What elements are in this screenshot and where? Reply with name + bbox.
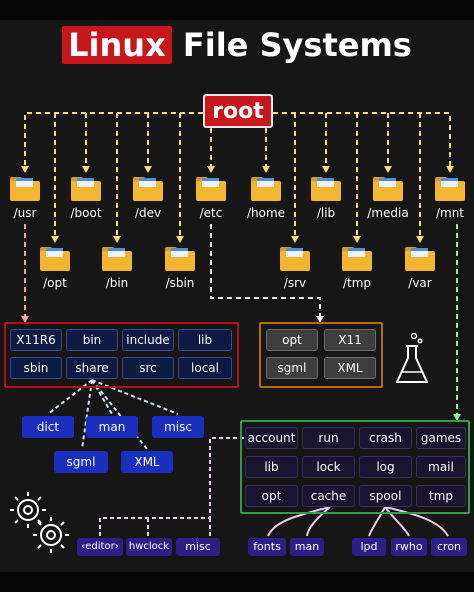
var-node-lib: lib xyxy=(245,456,298,478)
folder-icon-home xyxy=(251,177,281,201)
etc-node-opt: opt xyxy=(266,329,318,351)
folder-icon-usr xyxy=(10,177,40,201)
folder-icon-tmp xyxy=(342,247,372,271)
diagram-title: Linux File Systems xyxy=(0,26,474,64)
folder-label-lib: /lib xyxy=(316,206,336,220)
folder-icon-dev xyxy=(133,177,163,201)
etc-node-sgml: sgml xyxy=(266,357,318,379)
top-border xyxy=(0,0,474,20)
folder-icon-lib xyxy=(311,177,341,201)
var-node-cache: cache xyxy=(302,485,355,507)
folder-icon-etc xyxy=(196,177,226,201)
folder-label-home: /home xyxy=(246,206,286,220)
var-node-account: account xyxy=(245,427,298,449)
title-accent: Linux xyxy=(62,26,172,64)
usr-node-src: src xyxy=(122,357,174,379)
leaf-node-misc: misc xyxy=(176,538,220,556)
leaf-node-rwho: rwho xyxy=(391,538,427,556)
folder-label-dev: /dev xyxy=(134,206,162,220)
folder-icon-boot xyxy=(71,177,101,201)
share-node-misc: misc xyxy=(152,416,204,438)
folder-label-opt: /opt xyxy=(43,276,67,290)
gears-icon xyxy=(10,492,69,553)
leaf-node-editor: ‹editor› xyxy=(77,538,123,556)
folder-label-bin: /bin xyxy=(105,276,129,290)
etc-panel xyxy=(259,322,383,388)
var-node-mail: mail xyxy=(416,456,466,478)
title-rest: File Systems xyxy=(182,26,412,64)
var-node-spool: spool xyxy=(359,485,412,507)
folder-label-var: /var xyxy=(408,276,432,290)
folder-icon-opt xyxy=(40,247,70,271)
share-node-dict: dict xyxy=(22,416,74,438)
usr-node-local: local xyxy=(178,357,232,379)
folder-icon-media xyxy=(373,177,403,201)
leaf-node-lpd: lpd xyxy=(352,538,386,556)
var-panel xyxy=(240,420,470,514)
folder-label-media: /media xyxy=(367,206,409,220)
folder-icon-bin xyxy=(102,247,132,271)
share-node-man: man xyxy=(86,416,138,438)
folder-icon-mnt xyxy=(435,177,465,201)
var-node-games: games xyxy=(416,427,466,449)
etc-node-x11: X11 xyxy=(324,329,376,351)
bottom-border xyxy=(0,572,474,592)
folder-label-boot: /boot xyxy=(70,206,102,220)
etc-node-xml: XML xyxy=(324,357,376,379)
var-node-run: run xyxy=(302,427,355,449)
folder-label-usr: /usr xyxy=(13,206,37,220)
flask-icon xyxy=(396,332,428,383)
usr-node-lib: lib xyxy=(178,329,232,351)
var-node-lock: lock xyxy=(302,456,355,478)
folder-label-sbin: /sbin xyxy=(165,276,195,290)
folder-label-tmp: /tmp xyxy=(342,276,372,290)
folder-icon-sbin xyxy=(165,247,195,271)
leaf-node-cron: cron xyxy=(431,538,467,556)
leaf-node-fonts: fonts xyxy=(248,538,286,556)
folder-label-mnt: /mnt xyxy=(435,206,465,220)
folder-icon-var xyxy=(405,247,435,271)
usr-node-share: share xyxy=(66,357,118,379)
usr-node-include: include xyxy=(122,329,174,351)
usr-node-bin: bin xyxy=(66,329,118,351)
folder-label-srv: /srv xyxy=(283,276,307,290)
usr-node-sbin: sbin xyxy=(10,357,62,379)
var-node-crash: crash xyxy=(359,427,412,449)
share-node-sgml: sgml xyxy=(54,451,108,473)
var-node-log: log xyxy=(359,456,412,478)
usr-panel xyxy=(4,322,239,388)
root-node: root xyxy=(203,94,273,128)
usr-node-x11r6: X11R6 xyxy=(10,329,62,351)
leaf-node-hwclock: hwclock xyxy=(126,538,172,556)
share-node-xml: XML xyxy=(121,451,173,473)
var-node-opt: opt xyxy=(245,485,298,507)
leaf-node-man: man xyxy=(290,538,324,556)
folder-label-etc: /etc xyxy=(199,206,223,220)
folder-icon-srv xyxy=(280,247,310,271)
var-node-tmp: tmp xyxy=(416,485,466,507)
